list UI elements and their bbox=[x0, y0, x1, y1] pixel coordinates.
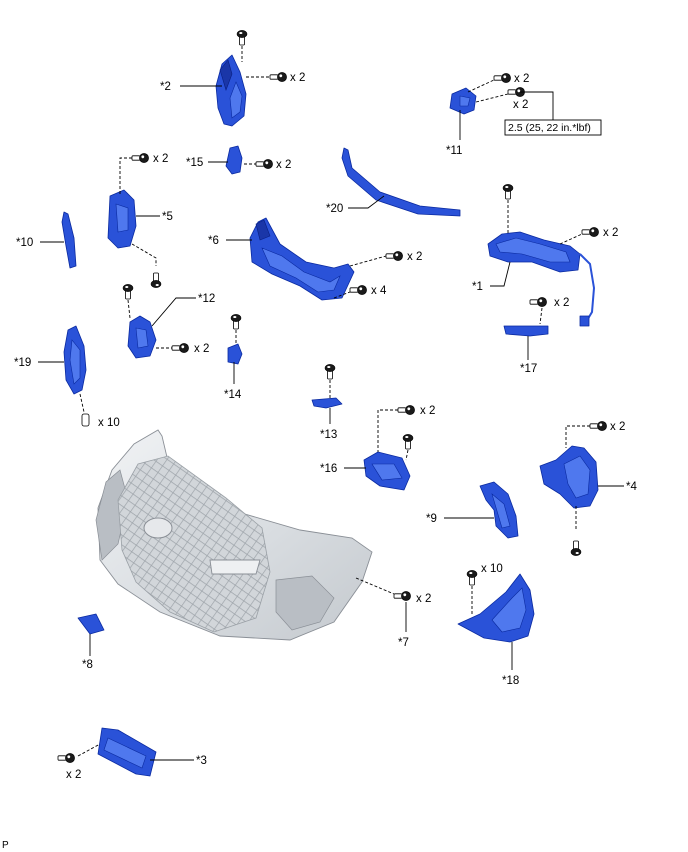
label-part-2: *2 bbox=[160, 81, 171, 93]
qty-part-12: x 2 bbox=[194, 343, 209, 355]
part-13-top-bolt bbox=[324, 363, 336, 380]
part-6-screw-lower bbox=[349, 284, 368, 296]
label-part-19: *19 bbox=[14, 357, 31, 369]
part-11-screw-upper bbox=[493, 72, 512, 84]
part-19-bracket bbox=[63, 325, 87, 395]
part-19-clip bbox=[81, 413, 90, 427]
part-16-top-bolt bbox=[402, 433, 414, 450]
part-1-assembly bbox=[487, 231, 596, 327]
part-10-strip bbox=[61, 211, 77, 269]
part-15-screw bbox=[255, 158, 274, 170]
label-part-10: *10 bbox=[16, 237, 33, 249]
corner-mark: P bbox=[2, 840, 9, 851]
label-part-1: *1 bbox=[472, 281, 483, 293]
qty-part-18: x 10 bbox=[481, 563, 503, 575]
part-18-duct bbox=[457, 573, 535, 643]
torque-spec-text: 2.5 (25, 22 in.*lbf) bbox=[508, 122, 591, 134]
part-5-lower-bolt bbox=[150, 272, 162, 289]
part-9-bracket bbox=[479, 481, 519, 539]
part-3-screw bbox=[57, 752, 76, 764]
label-part-3: *3 bbox=[196, 755, 207, 767]
qty-part-6-lower: x 4 bbox=[371, 285, 387, 297]
part-7-clip bbox=[393, 590, 412, 602]
qty-part-11-upper: x 2 bbox=[514, 73, 529, 85]
qty-part-11-lower: x 2 bbox=[513, 99, 528, 111]
part-13-clip bbox=[311, 397, 343, 409]
label-part-5: *5 bbox=[162, 211, 173, 223]
qty-part-5: x 2 bbox=[153, 153, 168, 165]
part-1-screw bbox=[581, 226, 600, 238]
part-6-bracket bbox=[249, 217, 355, 301]
part-12-screw bbox=[171, 342, 190, 354]
label-part-18: *18 bbox=[502, 675, 519, 687]
qty-part-1: x 2 bbox=[603, 227, 618, 239]
part-3-plate-bracket bbox=[97, 727, 157, 777]
part-12-bracket bbox=[127, 315, 157, 359]
part-18-top-bolt bbox=[466, 569, 478, 586]
part-15-bracket bbox=[225, 145, 243, 175]
part-6-screw-upper bbox=[385, 250, 404, 262]
part-16-bracket bbox=[363, 451, 411, 491]
qty-part-17: x 2 bbox=[554, 297, 569, 309]
torque-spec-box bbox=[504, 119, 602, 136]
qty-part-4: x 2 bbox=[610, 421, 625, 433]
part-5-bracket bbox=[107, 189, 137, 249]
qty-part-15: x 2 bbox=[276, 159, 291, 171]
part-17-strip bbox=[503, 325, 549, 337]
part-8-cover bbox=[77, 613, 105, 635]
label-part-7: *7 bbox=[398, 637, 409, 649]
label-part-6: *6 bbox=[208, 235, 219, 247]
part-17-screw bbox=[529, 296, 548, 308]
label-part-8: *8 bbox=[82, 659, 93, 671]
part-16-screw bbox=[397, 404, 416, 416]
qty-part-2: x 2 bbox=[290, 72, 305, 84]
label-part-13: *13 bbox=[320, 429, 337, 441]
label-part-15: *15 bbox=[186, 157, 203, 169]
part-5-screw bbox=[131, 152, 150, 164]
qty-part-3: x 2 bbox=[66, 769, 81, 781]
part-4-lower-bolt bbox=[570, 540, 582, 557]
qty-part-7: x 2 bbox=[416, 593, 431, 605]
label-part-20: *20 bbox=[326, 203, 343, 215]
label-part-12: *12 bbox=[198, 293, 215, 305]
label-part-9: *9 bbox=[426, 513, 437, 525]
part-2-bracket bbox=[215, 54, 247, 127]
part-11-bracket bbox=[449, 87, 477, 115]
part-14-top-bolt bbox=[230, 313, 242, 330]
part-2-top-bolt bbox=[236, 29, 248, 46]
part-14-clip bbox=[227, 343, 243, 365]
part-2-side-screw bbox=[269, 71, 288, 83]
label-part-17: *17 bbox=[520, 363, 537, 375]
part-12-top-bolt bbox=[122, 283, 134, 300]
part-4-screw bbox=[589, 420, 608, 432]
label-part-16: *16 bbox=[320, 463, 337, 475]
part-20-strip bbox=[341, 147, 461, 217]
part-1-top-bolt bbox=[502, 183, 514, 200]
label-part-4: *4 bbox=[626, 481, 637, 493]
part-4-bracket bbox=[539, 445, 599, 509]
front-bumper-cover bbox=[95, 429, 373, 641]
qty-part-16: x 2 bbox=[420, 405, 435, 417]
qty-part-6-upper: x 2 bbox=[407, 251, 422, 263]
label-part-14: *14 bbox=[224, 389, 242, 401]
label-part-11: *11 bbox=[446, 145, 462, 157]
qty-part-19: x 10 bbox=[98, 417, 120, 429]
